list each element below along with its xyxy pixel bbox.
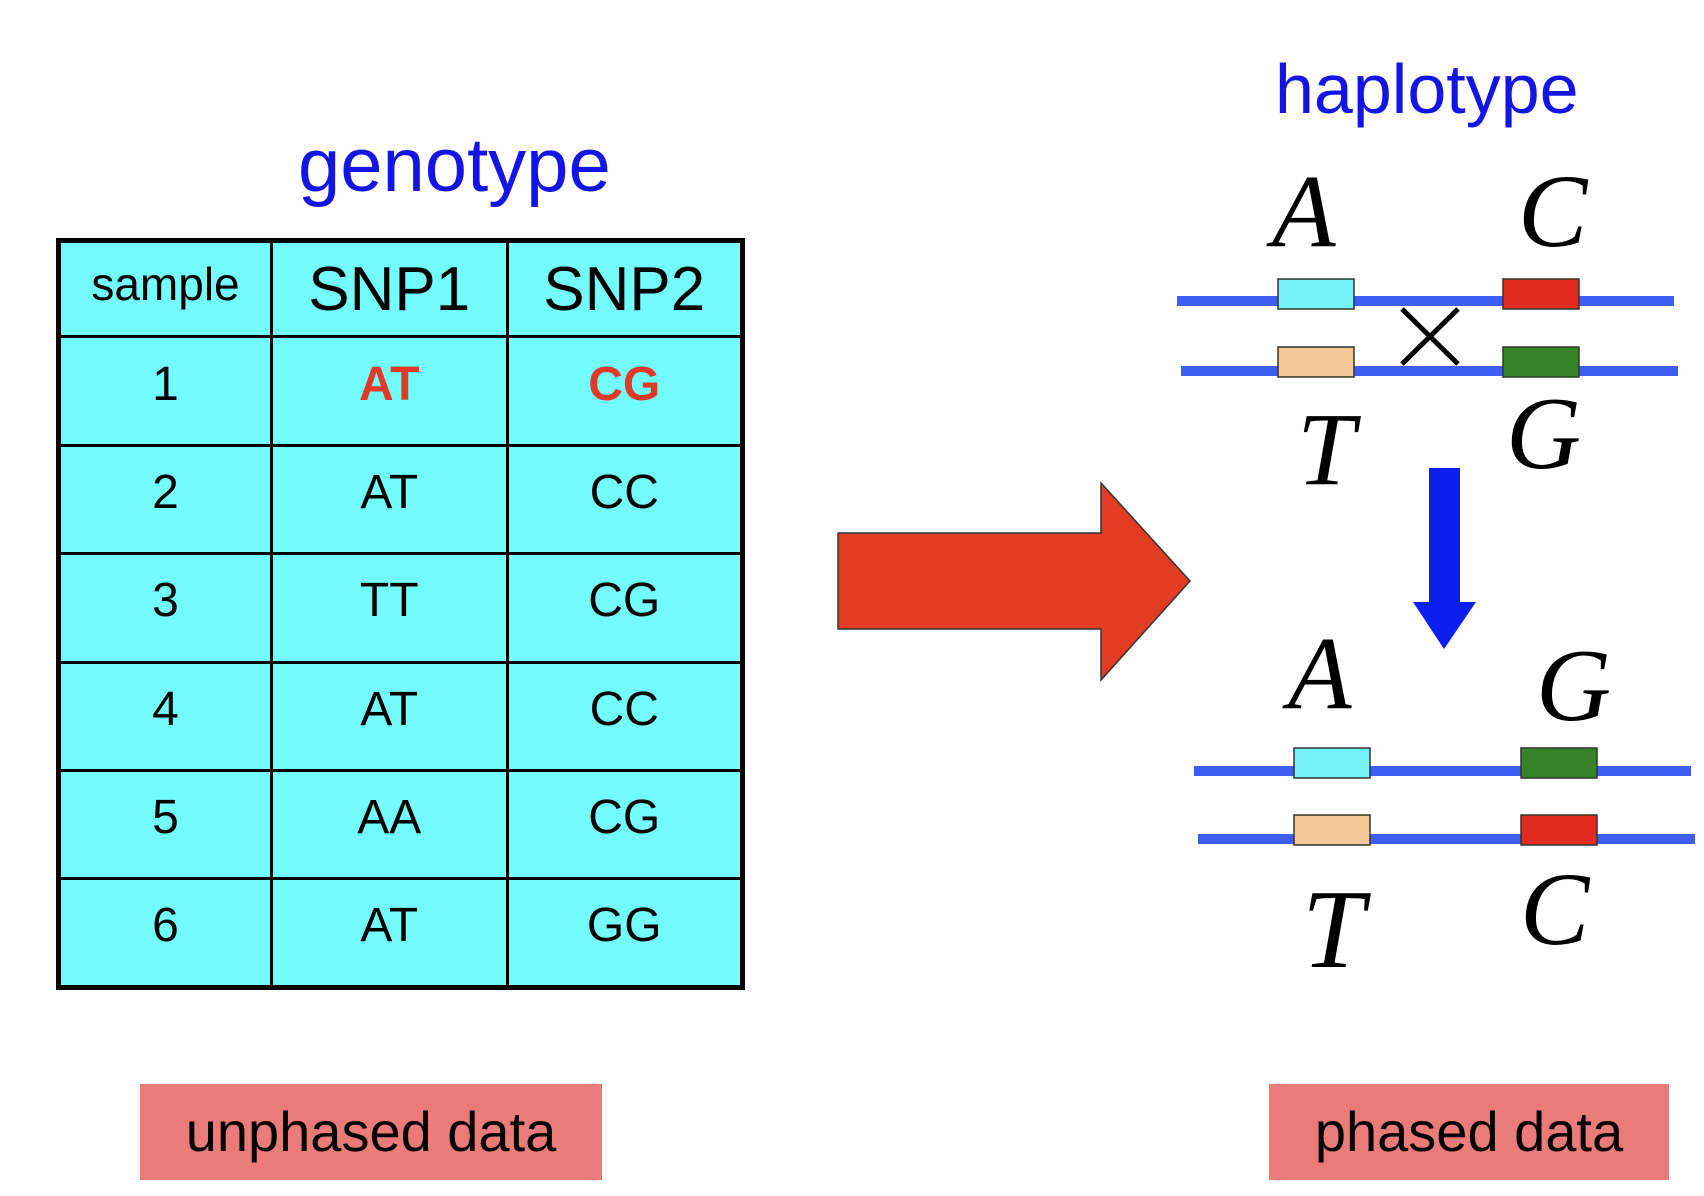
header-snp2: SNP2 [505, 238, 744, 339]
crossover-icon [1400, 307, 1460, 366]
cell-snp1: AT [270, 660, 509, 773]
cell-sample: 4 [57, 660, 273, 773]
allele-box-C [1520, 814, 1598, 846]
allele-label-upper-left: A [1272, 154, 1336, 269]
header-sample: sample [57, 238, 273, 339]
cell-snp2: CC [505, 443, 744, 556]
allele-label-lower-left: T [1302, 868, 1365, 992]
unphased-data-label: unphased data [140, 1084, 602, 1180]
allele-box-T [1277, 346, 1355, 378]
allele-label-lower-right: G [1506, 376, 1582, 491]
allele-box-T [1293, 814, 1371, 846]
cell-snp2: CG [505, 769, 744, 881]
allele-label-upper-right: G [1536, 628, 1612, 743]
big-arrow-icon [837, 481, 1192, 682]
cell-sample: 5 [57, 769, 273, 881]
allele-box-G [1520, 747, 1598, 779]
cell-snp2: GG [505, 877, 744, 989]
allele-box-A [1277, 278, 1355, 310]
allele-box-A [1293, 747, 1371, 779]
allele-label-upper-left: A [1288, 616, 1352, 731]
cell-snp1-highlighted: AT [270, 335, 509, 447]
genotype-table: sample SNP1 SNP2 1 AT CG 2 AT CC 3 TT CG… [56, 238, 745, 990]
cell-snp1: AT [270, 443, 509, 556]
cell-snp1: AT [270, 877, 509, 989]
cell-snp1: AA [270, 769, 509, 881]
table-row: 1 AT CG [57, 335, 744, 447]
table-row: 6 AT GG [57, 877, 744, 989]
table-row: 5 AA CG [57, 769, 744, 881]
cell-snp2: CC [505, 660, 744, 773]
cell-snp2: CG [505, 552, 744, 664]
header-snp1: SNP1 [270, 238, 509, 339]
cell-sample: 1 [57, 335, 273, 447]
table-header-row: sample SNP1 SNP2 [57, 238, 744, 339]
cell-sample: 6 [57, 877, 273, 989]
allele-label-lower-left: T [1297, 392, 1355, 507]
allele-box-G [1502, 346, 1580, 378]
allele-label-upper-right: C [1518, 154, 1588, 269]
table-row: 3 TT CG [57, 552, 744, 664]
phased-data-label: phased data [1269, 1084, 1669, 1180]
genotype-title: genotype [298, 123, 611, 208]
cell-sample: 2 [57, 443, 273, 556]
cell-sample: 3 [57, 552, 273, 664]
table-row: 4 AT CC [57, 660, 744, 773]
allele-box-C [1502, 278, 1580, 310]
down-arrow-icon [1413, 468, 1476, 649]
cell-snp1: TT [270, 552, 509, 664]
table-row: 2 AT CC [57, 443, 744, 556]
allele-label-lower-right: C [1520, 852, 1590, 967]
cell-snp2-highlighted: CG [505, 335, 744, 447]
haplotype-title: haplotype [1275, 50, 1579, 128]
